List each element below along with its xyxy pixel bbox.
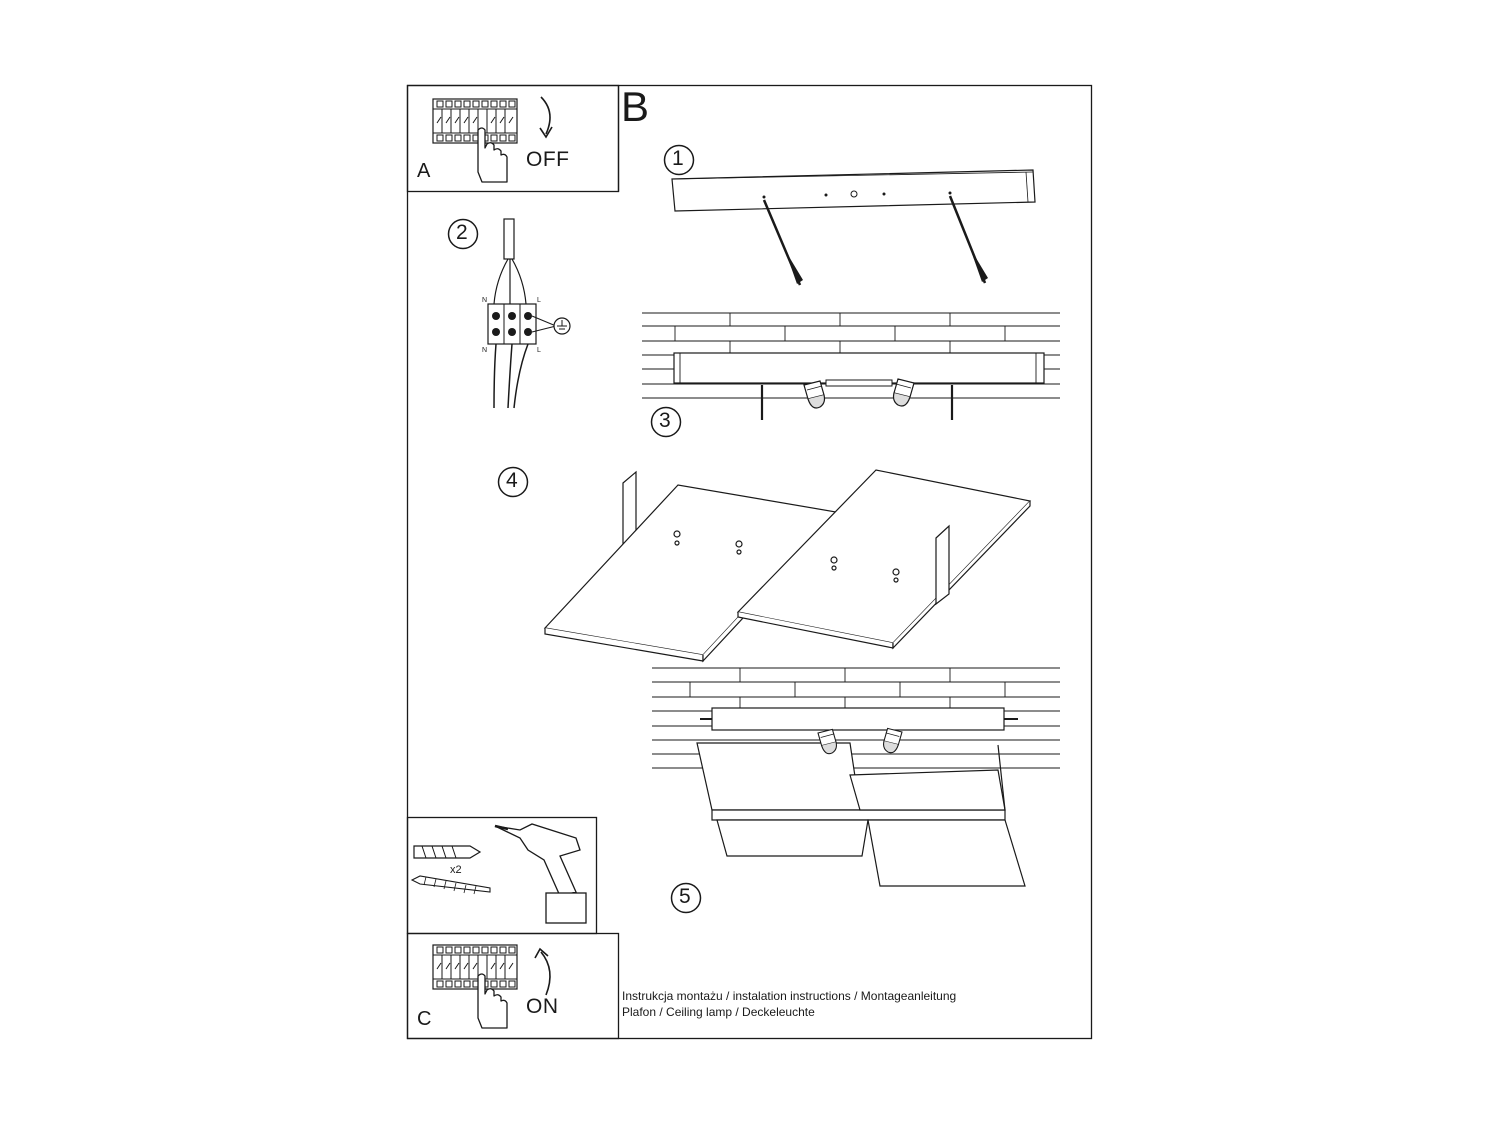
footer-instructions: Instrukcja montażu / instalation instruc… [622, 989, 957, 1003]
step-4-number: 4 [506, 469, 518, 492]
breaker-panel-icon [432, 944, 518, 990]
wire-label-l-top: L [537, 297, 541, 304]
rotate-arrow-icon [540, 951, 551, 996]
sheet-frame [406, 84, 1093, 1040]
spotlight-right-mounted [883, 727, 903, 754]
rotate-arrow-icon [540, 96, 551, 135]
wire-label-l-bottom: L [537, 347, 541, 354]
on-label: ON [526, 995, 559, 1018]
wire-label-n-top: N [482, 297, 488, 304]
step-4-illustration [543, 469, 1032, 663]
step-3-number: 3 [659, 409, 671, 432]
footer-product: Plafon / Ceiling lamp / Deckeleuchte [622, 1005, 815, 1019]
step-2-number: 2 [456, 221, 468, 244]
spotlight-right [892, 378, 915, 407]
wall-plug-icon [413, 845, 482, 859]
off-label: OFF [526, 148, 570, 171]
step-1-illustration [671, 169, 1036, 286]
panel-a-letter: A [417, 160, 431, 182]
wire-label-n-bottom: N [482, 347, 488, 354]
panel-c-frame [406, 932, 620, 1040]
panel-a-illustration [432, 96, 553, 183]
quantity-label: x2 [450, 864, 462, 876]
step-5-number: 5 [679, 885, 691, 908]
spotlight-left [803, 380, 826, 409]
panel-b-letter: B [621, 83, 650, 130]
breaker-panel-icon [432, 98, 518, 144]
wiring-diagram [487, 218, 571, 409]
panel-c-illustration [432, 944, 551, 1029]
step-5-illustration [652, 667, 1060, 887]
step-3-illustration [642, 312, 1060, 420]
screw-icon [410, 875, 491, 895]
step-1-number: 1 [672, 147, 684, 170]
tools-illustration [410, 823, 587, 924]
ground-symbol-icon [553, 317, 571, 335]
drill-icon [494, 823, 587, 924]
panel-c-letter: C [417, 1008, 432, 1030]
